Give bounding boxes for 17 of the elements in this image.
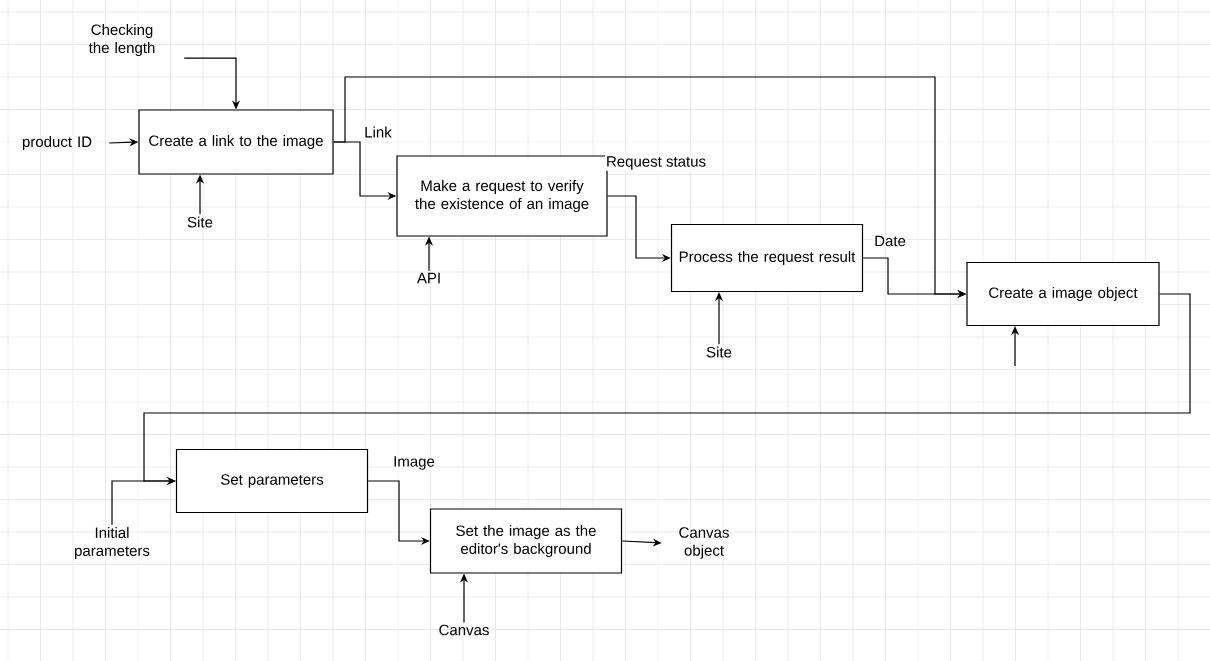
edge-label: Request status — [605, 155, 708, 171]
process-box: Process the request result — [670, 223, 864, 293]
process-box: Create a link to the image — [138, 109, 334, 175]
arrow-label: Initial parameters — [75, 527, 150, 559]
arrow-label: API — [416, 272, 440, 284]
process-box: Make a request to verify the existence of an image — [396, 155, 608, 237]
process-box: Create a image object — [966, 261, 1160, 327]
edge-label: Image — [392, 455, 436, 471]
process-box: Set parameters — [175, 448, 369, 514]
arrow — [111, 476, 176, 526]
arrow-label: product ID — [22, 136, 92, 150]
arrow-label: Canvas — [439, 624, 489, 636]
arrow-label: Site — [706, 346, 732, 358]
arrow-label: Canvas object — [679, 527, 729, 559]
process-box: Set the image as the editor's background — [429, 508, 623, 574]
arrow-label: Checking the length — [88, 24, 155, 56]
arrow-label: Site — [187, 216, 213, 228]
